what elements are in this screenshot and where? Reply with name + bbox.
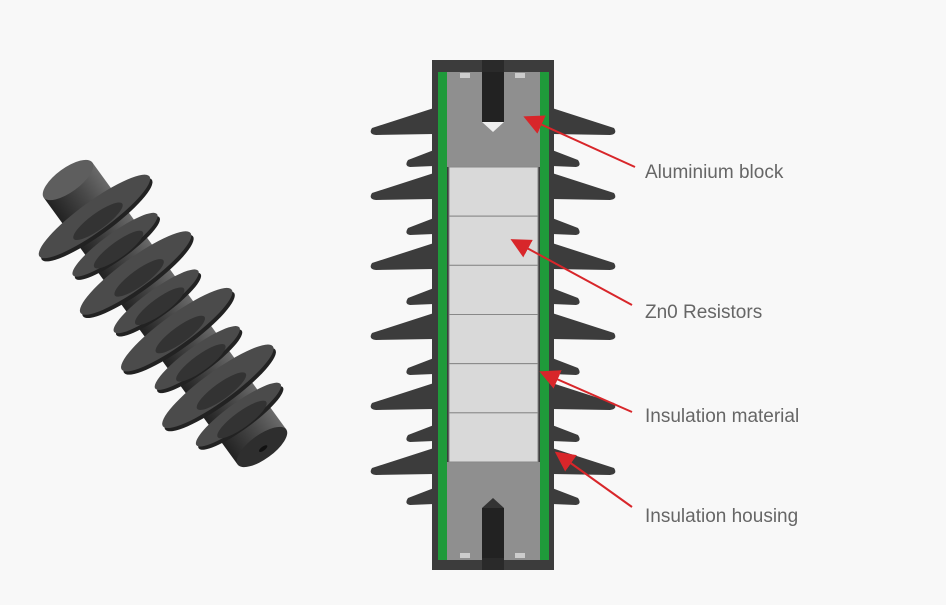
shed-large-right: [552, 448, 616, 475]
zno-resistor-disc: [448, 166, 539, 217]
shed-large-right: [552, 243, 616, 270]
shed-small-left: [406, 425, 434, 442]
shed-large-right: [552, 108, 616, 135]
label-zno-resistors: Zn0 Resistors: [645, 302, 763, 323]
arrow-zno-resistors: [510, 239, 633, 306]
shed-small-right: [552, 218, 580, 235]
arrow-insulation-material: [539, 370, 633, 413]
zno-resistor-disc: [448, 314, 539, 365]
arrow-aluminium-block: [523, 115, 636, 168]
zno-resistor-disc: [448, 412, 539, 463]
label-insulation-housing: Insulation housing: [645, 506, 799, 527]
shed-large-left: [370, 108, 434, 135]
shed-large-right: [552, 383, 616, 410]
shed-large-left: [370, 313, 434, 340]
shed-small-right: [552, 150, 580, 167]
zno-resistor-disc: [448, 363, 539, 414]
zno-resistor-disc: [448, 264, 539, 316]
shed-large-left: [370, 383, 434, 410]
shed-large-left: [370, 173, 434, 200]
shed-small-left: [406, 358, 434, 375]
housing-sheds: [370, 108, 616, 505]
arrow-insulation-housing: [554, 451, 633, 508]
shed-small-right: [552, 488, 580, 505]
shed-small-right: [552, 288, 580, 305]
bolt-bottom: [460, 498, 525, 570]
shed-small-right: [552, 358, 580, 375]
label-aluminium-block: Aluminium block: [645, 162, 784, 183]
shed-large-left: [370, 448, 434, 475]
bolt-top: [460, 60, 525, 132]
zno-resistors: [448, 166, 539, 463]
zno-resistor-disc: [448, 215, 539, 266]
shed-small-left: [406, 488, 434, 505]
shed-small-left: [406, 218, 434, 235]
shed-large-right: [552, 313, 616, 340]
end-cap-top: [42, 159, 94, 201]
insulation-material-left: [438, 72, 447, 560]
shed-large-left: [370, 243, 434, 270]
shed-small-left: [406, 288, 434, 305]
shed-small-right: [552, 425, 580, 442]
arrester-3d-view: [38, 159, 288, 468]
insulation-material-right: [540, 72, 549, 560]
shed-small-left: [406, 150, 434, 167]
shed-large-right: [552, 173, 616, 200]
label-insulation-material: Insulation material: [645, 406, 800, 427]
